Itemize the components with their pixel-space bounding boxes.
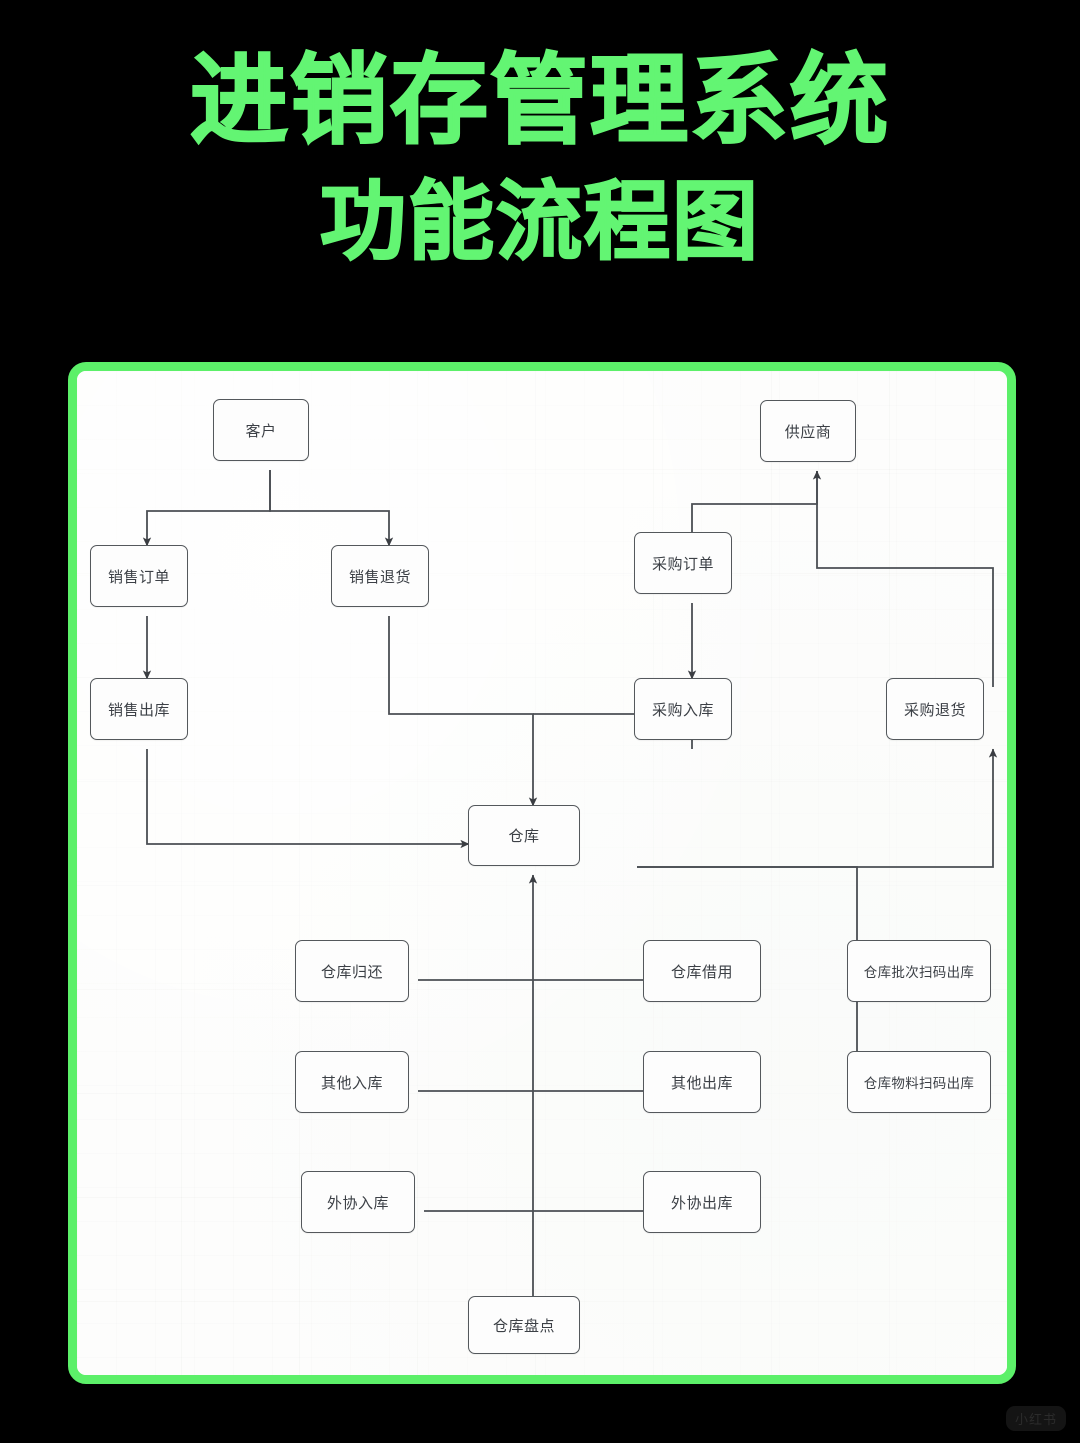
node-wh-return[interactable]: 仓库归还 (295, 940, 409, 1002)
node-sales-return[interactable]: 销售退货 (331, 545, 429, 607)
node-label: 外协入库 (326, 1193, 389, 1212)
node-supplier[interactable]: 供应商 (760, 400, 856, 462)
node-warehouse[interactable]: 仓库 (468, 805, 580, 866)
node-label: 仓库归还 (320, 962, 383, 981)
node-batch-scan-out[interactable]: 仓库批次扫码出库 (847, 940, 991, 1002)
node-other-in[interactable]: 其他入库 (295, 1051, 409, 1113)
node-label: 采购订单 (651, 554, 714, 573)
node-customer[interactable]: 客户 (213, 399, 309, 461)
node-wh-borrow[interactable]: 仓库借用 (643, 940, 761, 1002)
node-label: 客户 (245, 421, 277, 440)
flowchart-frame: 客户供应商销售订单销售退货采购订单销售出库采购入库采购退货仓库仓库归还仓库借用仓… (68, 362, 1016, 1384)
node-other-out[interactable]: 其他出库 (643, 1051, 761, 1113)
watermark-badge: 小红书 (1005, 1406, 1066, 1431)
node-label: 其他入库 (320, 1073, 383, 1092)
node-label: 仓库 (508, 827, 540, 845)
page-title: 进销存管理系统 功能流程图 (0, 43, 1080, 273)
node-label: 销售退货 (348, 567, 411, 586)
node-material-scan-out[interactable]: 仓库物料扫码出库 (847, 1051, 991, 1113)
node-label: 仓库物料扫码出库 (863, 1076, 975, 1092)
node-purchase-in[interactable]: 采购入库 (634, 678, 732, 740)
node-sales-order[interactable]: 销售订单 (90, 545, 188, 607)
node-label: 采购入库 (651, 700, 714, 719)
node-label: 采购退货 (903, 700, 966, 719)
node-purchase-order[interactable]: 采购订单 (634, 532, 732, 594)
node-label: 销售出库 (107, 700, 170, 719)
node-label: 其他出库 (670, 1073, 733, 1092)
title-line-1: 进销存管理系统 (189, 43, 890, 159)
title-line-2: 功能流程图 (319, 171, 760, 273)
node-label: 供应商 (784, 422, 832, 441)
node-wh-stocktake[interactable]: 仓库盘点 (468, 1296, 580, 1354)
node-purchase-return[interactable]: 采购退货 (886, 678, 984, 740)
node-outsource-in[interactable]: 外协入库 (301, 1171, 415, 1233)
node-label: 外协出库 (670, 1193, 733, 1212)
node-outsource-out[interactable]: 外协出库 (643, 1171, 761, 1233)
node-sales-out[interactable]: 销售出库 (90, 678, 188, 740)
node-label: 销售订单 (107, 567, 170, 586)
node-label: 仓库盘点 (492, 1316, 555, 1335)
node-label: 仓库借用 (670, 962, 733, 981)
flowchart-edges (142, 470, 998, 1305)
node-label: 仓库批次扫码出库 (863, 965, 975, 981)
